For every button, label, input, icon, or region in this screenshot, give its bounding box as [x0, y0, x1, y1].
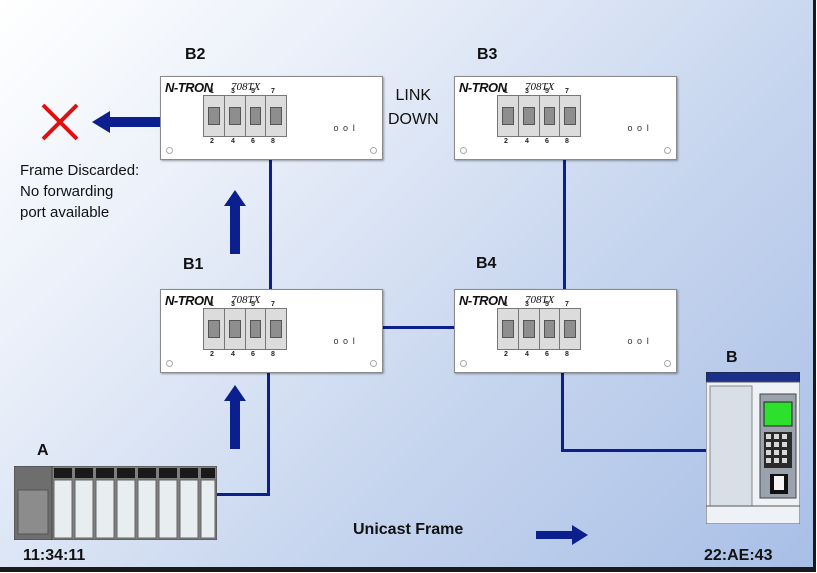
- switch-b1: N-TRON 708TX 1 3 5 7 2 4 6 8 o o I: [160, 289, 383, 373]
- port-number: 5: [545, 88, 549, 95]
- port-number: 5: [251, 301, 255, 308]
- port-number: 7: [271, 301, 275, 308]
- port-number: 2: [504, 351, 508, 358]
- port-number: 7: [565, 88, 569, 95]
- port-number: 2: [210, 351, 214, 358]
- port-number: 4: [231, 138, 235, 145]
- port-block: [497, 95, 581, 137]
- port-number: 4: [231, 351, 235, 358]
- status-leds: o o I: [627, 336, 650, 346]
- switch-b3: N-TRON 708TX 1 3 5 7 2 4 6 8 o o I: [454, 76, 677, 160]
- x-mark-icon: [40, 102, 80, 142]
- label-b: B: [726, 349, 738, 367]
- switch-brand: N-TRON: [165, 80, 213, 95]
- switch-b4: N-TRON 708TX 1 3 5 7 2 4 6 8 o o I: [454, 289, 677, 373]
- switch-model: 708TX: [231, 81, 260, 93]
- link-down-line: LINK: [396, 87, 432, 104]
- port-number: 4: [525, 138, 529, 145]
- screw: [166, 147, 173, 154]
- link-b2-b1: [269, 158, 272, 291]
- switch-brand: N-TRON: [459, 293, 507, 308]
- port-number: 1: [210, 301, 214, 308]
- screw: [370, 147, 377, 154]
- discard-line: No forwarding: [20, 183, 113, 200]
- label-a: A: [37, 442, 49, 460]
- port-number: 2: [504, 138, 508, 145]
- discard-line: port available: [20, 204, 109, 221]
- port-number: 8: [271, 351, 275, 358]
- port-number: 1: [504, 88, 508, 95]
- port-number: 8: [565, 351, 569, 358]
- plc-icon: [14, 466, 217, 540]
- port-number: 5: [251, 88, 255, 95]
- switch-brand: N-TRON: [165, 293, 213, 308]
- port-number: 7: [565, 301, 569, 308]
- link-b4-down: [561, 370, 564, 452]
- mac-address-b: 22:AE:43: [704, 547, 772, 565]
- label-b2: B2: [185, 46, 205, 64]
- port-number: 4: [525, 351, 529, 358]
- port-block: [203, 95, 287, 137]
- port-number: 2: [210, 138, 214, 145]
- link-plc-horizontal: [216, 493, 270, 496]
- port-number: 7: [271, 88, 275, 95]
- status-leds: o o I: [627, 123, 650, 133]
- arrow-left-icon: [92, 111, 160, 133]
- screw: [664, 360, 671, 367]
- switch-brand: N-TRON: [459, 80, 507, 95]
- screw: [370, 360, 377, 367]
- status-leds: o o I: [333, 336, 356, 346]
- link-b1-b4: [382, 326, 455, 329]
- switch-model: 708TX: [231, 294, 260, 306]
- mac-address-a: 11:34:11: [23, 547, 85, 565]
- port-number: 1: [504, 301, 508, 308]
- port-block: [203, 308, 287, 350]
- port-number: 8: [565, 138, 569, 145]
- screw: [460, 360, 467, 367]
- screw: [460, 147, 467, 154]
- port-block: [497, 308, 581, 350]
- link-down-line: DOWN: [388, 111, 439, 128]
- arrow-up-icon: [224, 385, 246, 449]
- legend-label: Unicast Frame: [353, 521, 463, 539]
- label-b3: B3: [477, 46, 497, 64]
- label-b1: B1: [183, 256, 203, 274]
- link-b1-plc: [267, 370, 270, 496]
- discard-line: Frame Discarded:: [20, 162, 139, 179]
- link-b3-b4: [563, 158, 566, 291]
- link-down-label: LINK DOWN: [388, 84, 439, 132]
- port-number: 3: [525, 88, 529, 95]
- port-number: 3: [231, 301, 235, 308]
- terminal-icon: [706, 372, 800, 524]
- discard-note: Frame Discarded: No forwarding port avai…: [20, 160, 139, 223]
- arrow-right-icon: [536, 525, 588, 545]
- switch-b2: N-TRON 708TX 1 3 5 7 2 4 6 8 o o I: [160, 76, 383, 160]
- port-number: 6: [251, 351, 255, 358]
- port-number: 5: [545, 301, 549, 308]
- status-leds: o o I: [333, 123, 356, 133]
- port-number: 1: [210, 88, 214, 95]
- screw: [664, 147, 671, 154]
- port-number: 6: [545, 351, 549, 358]
- port-number: 8: [271, 138, 275, 145]
- port-number: 3: [231, 88, 235, 95]
- screw: [166, 360, 173, 367]
- switch-model: 708TX: [525, 294, 554, 306]
- link-b4-terminal: [561, 449, 707, 452]
- port-number: 6: [545, 138, 549, 145]
- switch-model: 708TX: [525, 81, 554, 93]
- label-b4: B4: [476, 255, 496, 273]
- port-number: 6: [251, 138, 255, 145]
- arrow-up-icon: [224, 190, 246, 254]
- port-number: 3: [525, 301, 529, 308]
